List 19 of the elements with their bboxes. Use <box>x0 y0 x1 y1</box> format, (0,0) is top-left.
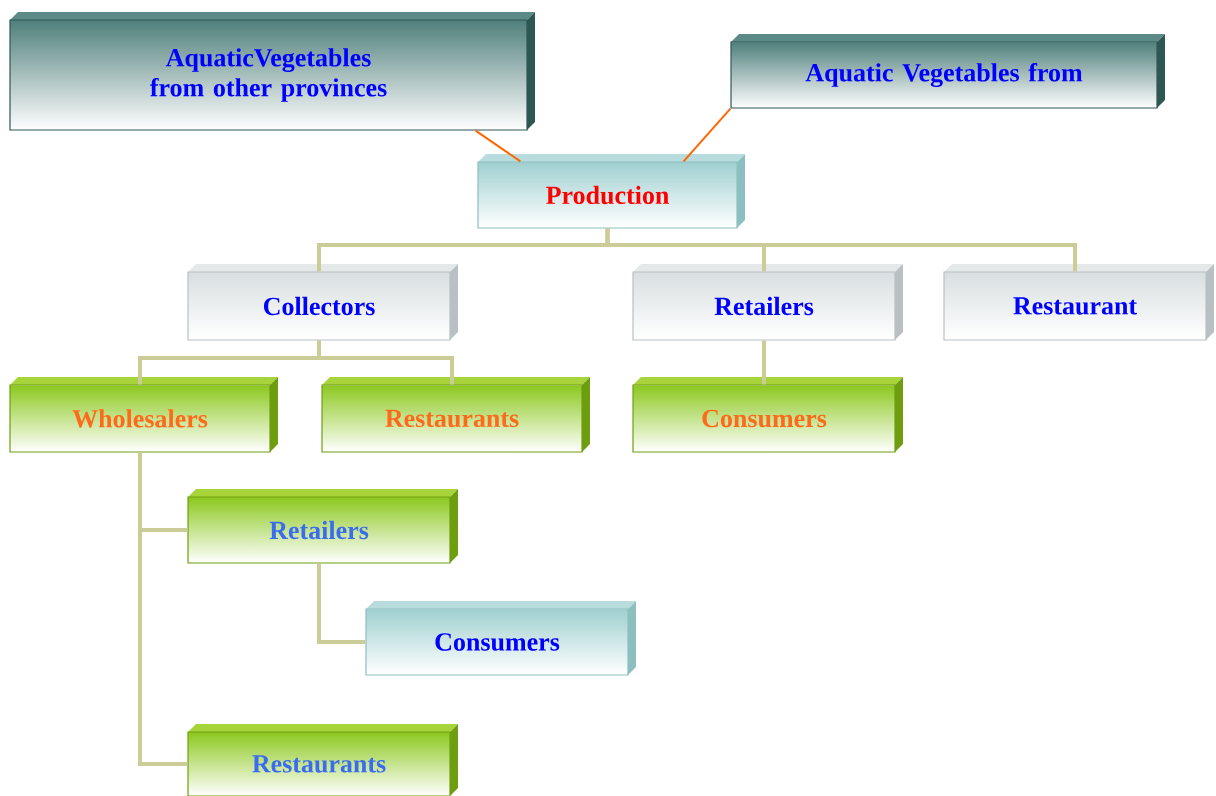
connector <box>138 452 188 766</box>
chart-box: Collectors <box>187 264 458 341</box>
connector <box>682 107 732 163</box>
chart-box: Consumers <box>632 377 903 453</box>
chart-box: Consumers <box>365 601 636 676</box>
connector <box>316 340 454 385</box>
chart-box: AquaticVegetables from other provinces <box>9 12 535 131</box>
chart-box: Wholesalers <box>9 377 278 453</box>
connector <box>605 228 1077 272</box>
chart-box: Aquatic Vegetables from <box>730 34 1165 109</box>
chart-box: Restaurant <box>943 264 1214 341</box>
chart-box: Production <box>477 154 745 229</box>
connector <box>474 129 522 163</box>
chart-box: Restaurants <box>321 377 590 453</box>
chart-box: Restaurants <box>187 724 458 796</box>
connector <box>762 340 766 385</box>
chart-box: Retailers <box>187 489 458 564</box>
connector <box>317 563 366 644</box>
chart-box: Retailers <box>632 264 903 341</box>
